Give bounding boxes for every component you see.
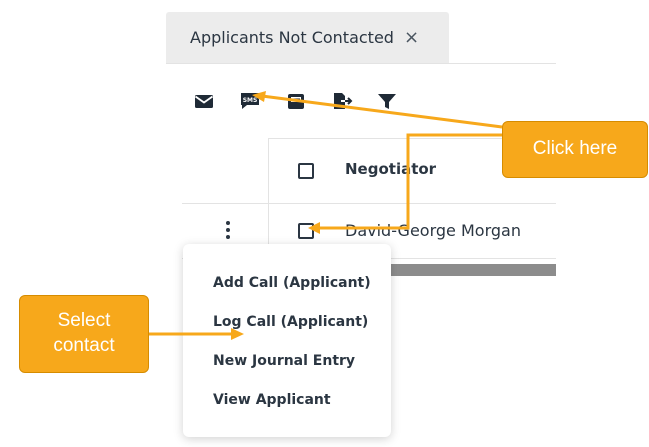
column-header-negotiator[interactable]: Negotiator [345,160,437,178]
tab-divider [166,63,556,64]
close-icon[interactable]: × [403,26,420,48]
menu-item-new-journal-entry[interactable]: New Journal Entry [213,353,356,369]
row-context-menu: Add Call (Applicant) Log Call (Applicant… [183,244,391,437]
sms-icon-label: SMS [243,97,258,104]
filter-icon[interactable] [376,91,398,111]
menu-item-log-call[interactable]: Log Call (Applicant) [213,314,369,330]
sms-icon[interactable]: SMS [239,91,261,111]
row-actions-menu-icon[interactable] [220,219,236,243]
callout-click-here: Click here [502,121,648,178]
header-row-border [182,203,556,204]
email-icon[interactable] [193,91,215,111]
export-icon[interactable] [331,91,353,111]
menu-item-add-call[interactable]: Add Call (Applicant) [213,275,371,291]
cell-negotiator: David-George Morgan [345,221,521,240]
callout-select-contact: Select contact [19,295,149,373]
row-checkbox[interactable] [298,223,314,239]
tab-applicants-not-contacted[interactable]: Applicants Not Contacted × [166,12,449,63]
tab-label: Applicants Not Contacted [190,28,394,47]
mail-tray-icon[interactable] [285,91,307,111]
column-divider [268,138,269,258]
menu-item-view-applicant[interactable]: View Applicant [213,392,331,408]
select-all-checkbox[interactable] [298,163,314,179]
arrow-to-row-checkbox [318,133,502,230]
